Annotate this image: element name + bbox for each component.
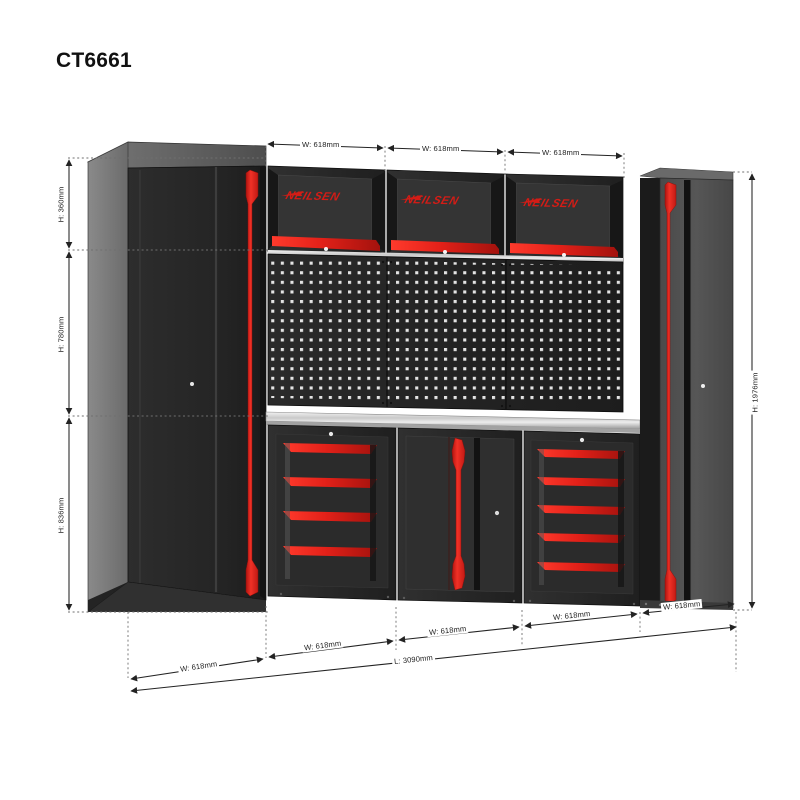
module-wall-cabinets: NEILSEN NEILSEN (267, 165, 624, 265)
dim-label-left-h-3: H: 836mm (56, 495, 66, 536)
dim-label-right-h-total: H: 1976mm (750, 370, 760, 415)
dim-label-bot-w-4: W: 618mm (550, 608, 593, 623)
wall-cabinet-2: NEILSEN (386, 169, 505, 262)
wall-cabinet-1: NEILSEN (267, 165, 386, 259)
module-left-tall-cabinet (86, 141, 267, 613)
dim-label-bot-w-1: W: 618mm (177, 658, 220, 675)
dim-label-bot-w-3: W: 618mm (426, 623, 469, 638)
module-base-door-cabinet-centre (397, 427, 523, 604)
module-pegboard (267, 253, 624, 413)
svg-text:NEILSEN: NEILSEN (284, 189, 341, 203)
dim-label-left-h-1: H: 360mm (56, 184, 66, 225)
dim-label-overall-length: L: 3090mm (391, 652, 436, 667)
module-base-drawer-unit-right (523, 430, 641, 607)
drawer-handles-right (537, 449, 625, 572)
dim-label-left-h-2: H: 780mm (56, 314, 66, 355)
dim-label-top-w-2: W: 618mm (420, 144, 462, 153)
page-title: CT6661 (56, 49, 132, 72)
module-stainless-worktop (265, 411, 641, 433)
svg-text:NEILSEN: NEILSEN (522, 196, 579, 210)
brand-logo-1: NEILSEN (284, 189, 341, 203)
dim-label-bot-w-2: W: 618mm (301, 638, 344, 653)
wall-cabinet-3: NEILSEN (505, 173, 624, 265)
drawer-handles-left (283, 443, 377, 557)
dim-label-top-w-1: W: 618mm (300, 140, 342, 149)
module-base-drawer-unit-left (267, 424, 397, 601)
svg-text:NEILSEN: NEILSEN (403, 193, 460, 207)
brand-logo-2: NEILSEN (403, 193, 460, 207)
brand-logo-3: NEILSEN (522, 196, 579, 210)
dim-label-bot-w-5: W: 618mm (660, 599, 703, 612)
dim-label-top-w-3: W: 618mm (540, 148, 582, 157)
module-right-tall-cabinet (639, 167, 734, 610)
